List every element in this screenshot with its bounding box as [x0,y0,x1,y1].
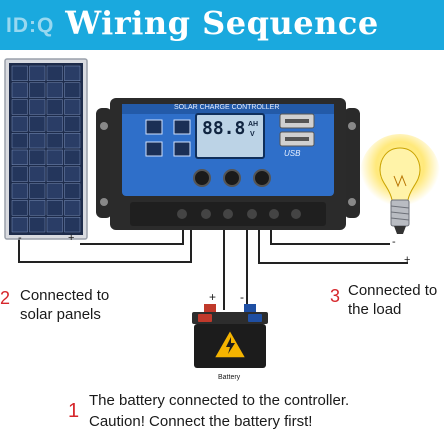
solar-cell [11,216,28,233]
solar-cell [29,116,46,132]
solar-cell [64,99,81,115]
battery-label: Battery [218,374,241,381]
panel-wire-bottom [18,261,192,263]
load-wire-1-horizontal [258,262,408,264]
lcd-unit-v: V [250,131,255,138]
solar-cell [46,183,63,199]
solar-cell [46,82,63,98]
solar-cell [46,132,63,149]
solar-cell [11,82,28,98]
solar-cell [11,183,28,199]
solar-cell [46,216,63,233]
solar-cell [64,216,81,233]
solar-cell [11,166,28,182]
solar-cell [64,200,81,216]
controller-label: SOLAR CHARGE CONTROLLER [174,104,280,111]
load-wire-2-horizontal [270,243,390,245]
solar-cell [64,166,81,182]
step-3-line2: the load [348,301,402,318]
charge-controller [96,98,360,230]
panel-terminal-minus: - [18,232,22,244]
panel-wire-top [80,243,184,245]
solar-cell [11,116,28,132]
solar-cell [11,65,28,82]
solar-cell [46,99,63,115]
lcd-unit-ah: AH [248,121,259,128]
title-banner [0,0,444,50]
usb-label: USB [284,149,301,158]
battery-wire-minus [246,222,248,310]
panel-wire-left-vertical [18,237,20,263]
solar-cell [11,200,28,216]
solar-cell [29,166,46,182]
solar-cell [46,116,63,132]
load-wire-1 [258,222,260,264]
battery [192,304,268,368]
solar-cell [46,166,63,182]
solar-cell [46,200,63,216]
step-2-number: 2 [0,288,11,308]
solar-cell [29,216,46,233]
solar-cell [29,183,46,199]
solar-cell [11,149,28,166]
step-3-line1: Connected to [348,282,438,299]
page-title: Wiring Sequence [65,4,379,42]
lcd-display-value: 88.8 [202,118,246,139]
load-wire-2 [270,222,272,245]
step-3-number: 3 [330,286,341,306]
solar-cell [29,200,46,216]
light-bulb-icon [360,134,440,234]
solar-cell [29,65,46,82]
step-1-number: 1 [68,400,80,422]
step-2-line1: Connected to [20,287,110,304]
solar-cell [46,149,63,166]
step-1-line1: The battery connected to the controller. [89,392,350,409]
solar-cell [29,149,46,166]
battery-terminal-plus: + [209,290,217,304]
panel-wire-up1 [182,222,184,245]
panel-terminal-plus: + [68,232,75,244]
solar-cell [64,183,81,199]
solar-cell [11,99,28,115]
solar-cell [64,116,81,132]
load-terminal-minus: - [392,236,396,248]
solar-cell [29,82,46,98]
step-1-line2: Caution! Connect the battery first! [89,413,313,430]
solar-cell [64,65,81,82]
panel-wire-up2 [190,222,192,263]
solar-cell [29,132,46,149]
solar-cell [64,132,81,149]
solar-cell [11,132,28,149]
solar-panel [4,58,88,240]
watermark: ID:Q [6,14,55,37]
solar-cell [64,82,81,98]
step-2-line2: solar panels [20,306,101,323]
solar-cell [46,65,63,82]
solar-cell [64,149,81,166]
load-terminal-plus: + [404,254,411,266]
solar-cell [29,99,46,115]
battery-wire-plus [223,222,225,310]
battery-terminal-minus: - [240,290,244,304]
